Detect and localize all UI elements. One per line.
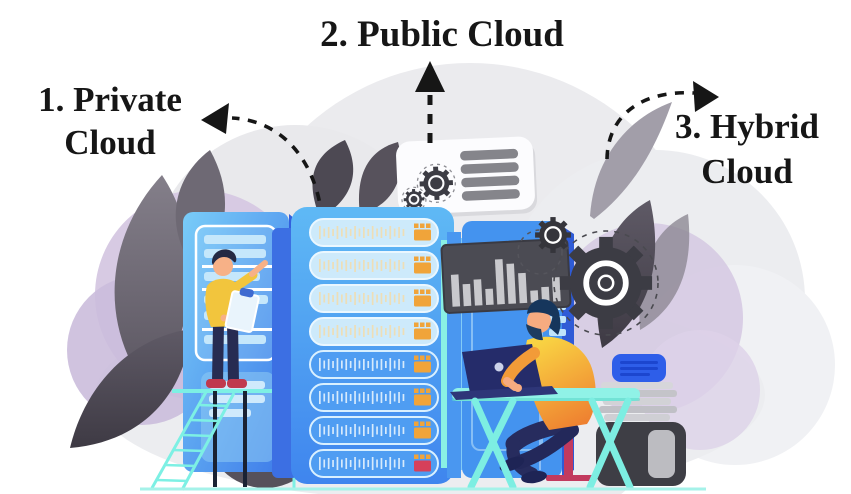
gear-icon (403, 188, 425, 210)
sitting-person (499, 299, 596, 484)
server-rack-rows (309, 218, 439, 478)
gear-icon (535, 217, 571, 253)
dashed-arrows (201, 61, 719, 219)
arrowhead-private (201, 103, 229, 134)
label-public-line1: 2. Public Cloud (320, 14, 564, 55)
label-private-line1: 1. Private (38, 80, 182, 119)
stool (546, 418, 594, 481)
gear-icon (419, 166, 454, 201)
label-public-cloud: 2. Public Cloud (299, 14, 585, 56)
label-hybrid-line1: 3. Hybrid (675, 107, 819, 146)
arrowhead-public (415, 61, 445, 92)
arrowhead-hybrid (693, 81, 719, 112)
monitor-chart-bars (450, 259, 561, 307)
bar-chart-monitor (440, 237, 572, 314)
gear-icon (559, 236, 653, 330)
label-private-line2: Cloud (64, 123, 156, 162)
label-hybrid-line2: Cloud (701, 152, 793, 191)
arrow-to-private-cloud (231, 116, 324, 219)
gear-cluster (517, 217, 659, 336)
gear-settings-card (396, 136, 538, 219)
standing-person (205, 249, 268, 388)
typing-arm (501, 347, 540, 392)
clipboard (224, 287, 260, 333)
label-hybrid-cloud: 3. Hybrid Cloud (649, 104, 845, 194)
arrow-to-hybrid-cloud (605, 90, 695, 160)
center-server-rack (272, 207, 468, 484)
label-private-cloud: 1. Private Cloud (12, 78, 208, 164)
card-text-lines (460, 148, 520, 201)
desk-legs (467, 397, 634, 491)
laptop-logo (494, 362, 504, 372)
